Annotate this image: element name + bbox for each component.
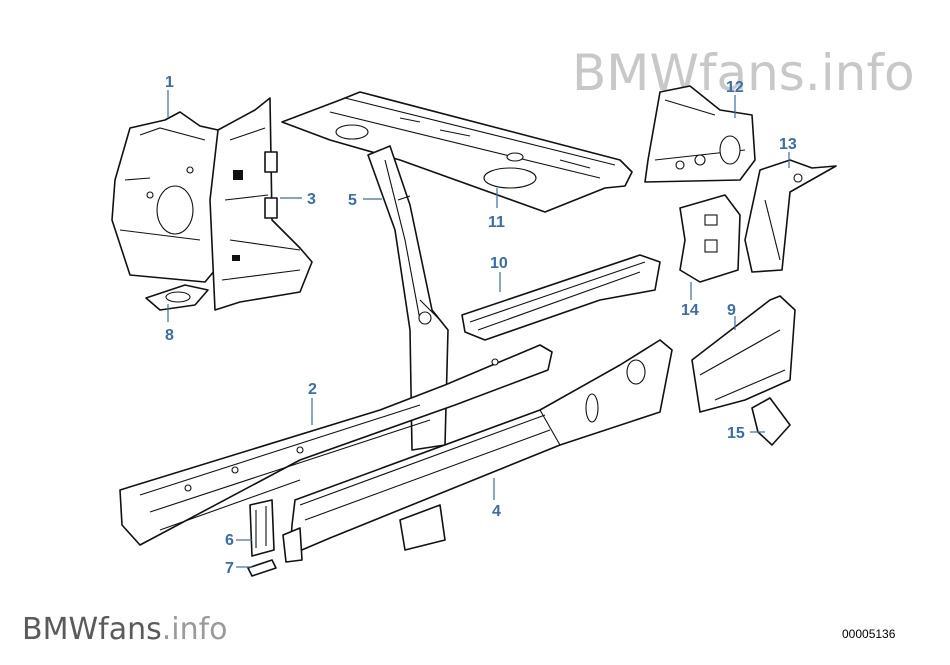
diagram-id: 00005136 bbox=[842, 627, 896, 641]
part-10-sill-reinforcement[interactable] bbox=[461, 254, 661, 341]
callout-13: 13 bbox=[779, 136, 797, 153]
part-4-outer-sill[interactable] bbox=[282, 339, 673, 563]
part-14-rear-inner-panel[interactable] bbox=[679, 194, 741, 283]
callout-14: 14 bbox=[681, 302, 699, 319]
part-11-rear-shelf[interactable] bbox=[281, 91, 633, 213]
part-9-rear-quarter-inner[interactable] bbox=[691, 295, 796, 413]
callout-5: 5 bbox=[348, 192, 357, 209]
part-1-wheelhouse[interactable] bbox=[111, 111, 219, 283]
callout-7: 7 bbox=[225, 560, 234, 577]
callout-6: 6 bbox=[225, 532, 234, 549]
leader-lines bbox=[167, 90, 790, 568]
watermark-bottom: BMWfans.info bbox=[22, 612, 228, 647]
callout-4: 4 bbox=[492, 503, 501, 520]
callout-10: 10 bbox=[490, 255, 508, 272]
callouts: 1 2 3 4 5 6 7 8 9 10 11 12 13 14 15 bbox=[165, 74, 797, 577]
part-2-inner-sill[interactable] bbox=[119, 344, 553, 546]
watermark-top-suffix: .info bbox=[804, 44, 915, 102]
callout-8: 8 bbox=[165, 327, 174, 344]
part-13-bracket[interactable] bbox=[744, 159, 837, 273]
part-12-rear-arch[interactable] bbox=[644, 85, 756, 183]
part-15-bracket[interactable] bbox=[751, 397, 791, 446]
callout-2: 2 bbox=[308, 381, 317, 398]
callout-9: 9 bbox=[727, 302, 736, 319]
callout-12: 12 bbox=[726, 79, 744, 96]
part-7-bracket[interactable] bbox=[247, 559, 277, 577]
watermark-bottom-brand: BMWfans bbox=[22, 612, 162, 647]
callout-1: 1 bbox=[165, 74, 174, 91]
watermark-bottom-suffix: .info bbox=[161, 612, 228, 647]
part-8-bracket[interactable] bbox=[145, 284, 209, 311]
part-3-a-pillar-inner[interactable] bbox=[209, 97, 313, 311]
callout-3: 3 bbox=[307, 191, 316, 208]
part-6-bracket[interactable] bbox=[249, 499, 275, 557]
callout-11: 11 bbox=[488, 214, 505, 231]
callout-15: 15 bbox=[727, 425, 745, 442]
